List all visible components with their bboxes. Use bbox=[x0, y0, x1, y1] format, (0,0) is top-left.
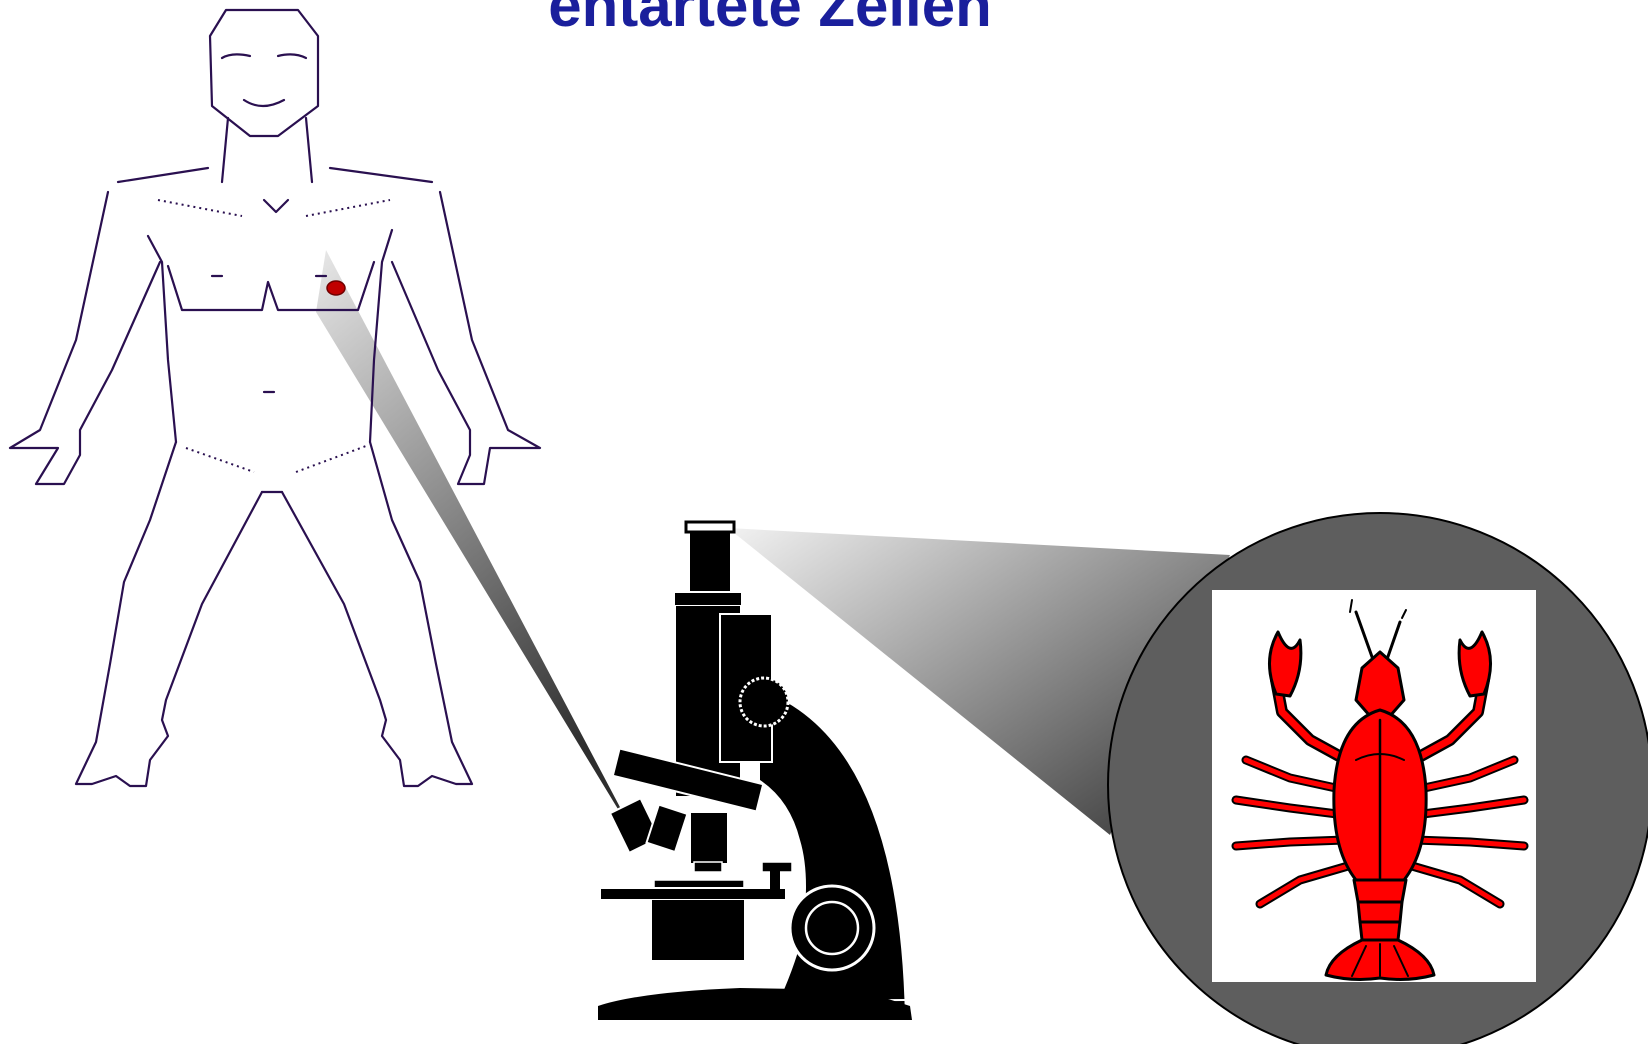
beam-to-microscope bbox=[316, 250, 641, 847]
page-title: entartete Zellen bbox=[548, 0, 991, 39]
human-outline bbox=[10, 10, 540, 786]
right-eye bbox=[278, 54, 306, 58]
left-eye bbox=[222, 54, 250, 58]
head bbox=[210, 10, 318, 136]
tumor-spot bbox=[327, 281, 345, 295]
mouth bbox=[244, 100, 284, 106]
